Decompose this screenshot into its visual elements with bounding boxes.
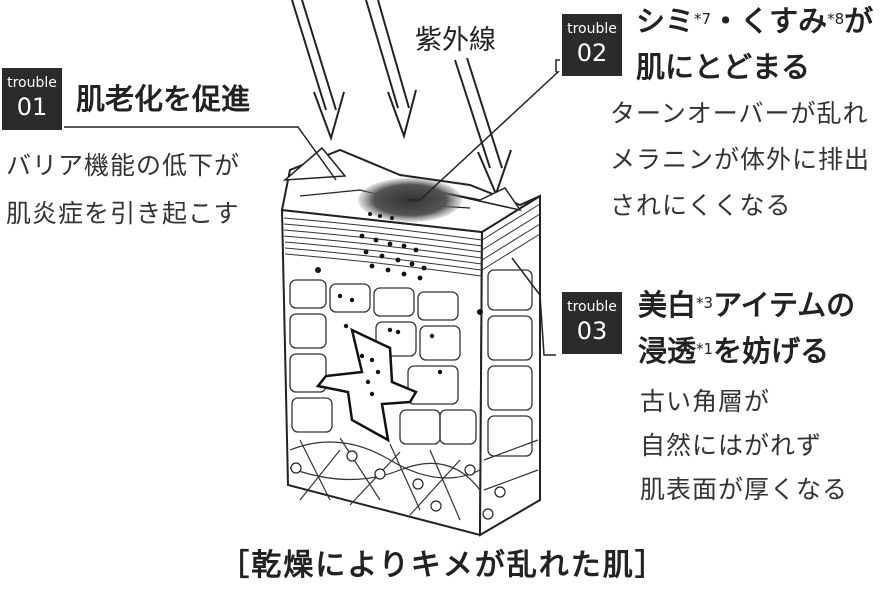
trouble-03-title-line-1: 美白*3アイテムの xyxy=(638,284,855,326)
trouble-03-desc-line-3: 肌表面が厚くなる xyxy=(640,475,849,504)
melanocyte xyxy=(315,327,418,443)
melanocyte-dots xyxy=(337,293,443,397)
trouble-02-desc-line-2: メラニンが体外に排出 xyxy=(610,145,871,174)
dermis-fibers xyxy=(289,437,539,521)
trouble-01-title: 肌老化を促進 xyxy=(76,82,251,116)
trouble-01-desc-line-1: バリア機能の低下が xyxy=(6,151,241,180)
title-text: 美白 xyxy=(638,288,697,322)
title-text: ・くすみ xyxy=(711,4,828,38)
trouble-02-title-line-1: シミ*7・くすみ*8が xyxy=(636,0,873,42)
trouble-tag: trouble xyxy=(567,299,617,315)
leader-lines xyxy=(64,59,560,356)
melanin-dots xyxy=(315,212,483,315)
trouble-01-desc-line-2: 肌炎症を引き起こす xyxy=(6,199,240,228)
title-text: シミ xyxy=(636,4,695,38)
title-text: を妨げる xyxy=(713,334,830,368)
trouble-number: 01 xyxy=(16,93,48,121)
footnote-mark: *7 xyxy=(694,10,712,28)
title-text: 浸透 xyxy=(638,334,697,368)
trouble-03-desc-line-2: 自然にはがれず xyxy=(640,431,823,460)
dermis-nodes xyxy=(290,450,506,520)
trouble-02-desc-line-1: ターンオーバーが乱れ xyxy=(610,99,869,128)
title-text: が xyxy=(844,4,874,38)
trouble-03-badge: trouble 03 xyxy=(562,292,622,354)
trouble-02-title-line-2: 肌にとどまる xyxy=(636,50,811,84)
trouble-03-title-line-2: 浸透*1を妨げる xyxy=(638,330,829,372)
trouble-01-badge: trouble 01 xyxy=(2,68,62,130)
trouble-02-badge: trouble 02 xyxy=(562,14,622,76)
footnote-mark: *1 xyxy=(696,340,714,358)
trouble-number: 03 xyxy=(576,317,608,345)
uv-label: 紫外線 xyxy=(415,25,496,56)
footnote-mark: *8 xyxy=(827,10,845,28)
trouble-tag: trouble xyxy=(567,21,617,37)
epidermal-cells xyxy=(289,269,533,457)
trouble-02-desc-line-3: されにくくなる xyxy=(610,191,792,220)
footnote-mark: *3 xyxy=(696,294,714,312)
title-text: アイテムの xyxy=(713,288,856,322)
diagram-caption: ［乾燥によりキメが乱れた肌］ xyxy=(219,548,667,583)
stratum-corneum-layers xyxy=(283,203,541,277)
trouble-tag: trouble xyxy=(7,75,57,91)
trouble-number: 02 xyxy=(576,39,608,67)
trouble-03-desc-line-1: 古い角層が xyxy=(640,387,771,416)
